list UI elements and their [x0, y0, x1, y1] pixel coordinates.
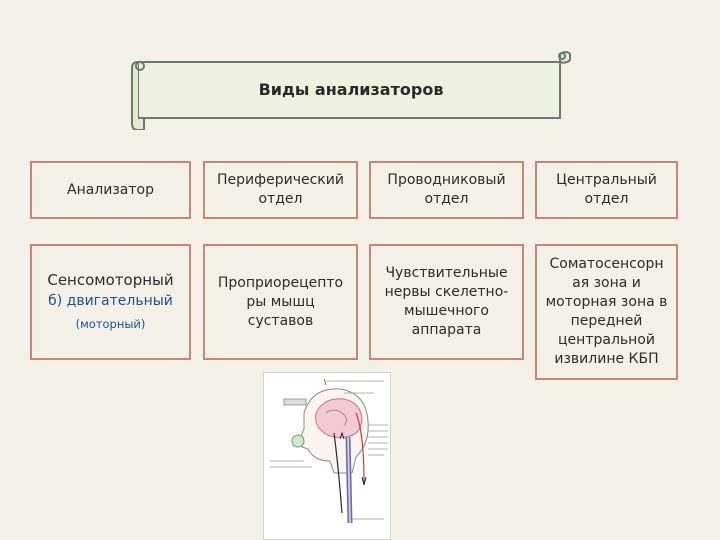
- header-central: Центральный отдел: [535, 161, 678, 219]
- analyzer-name: Сенсомоторный: [47, 270, 174, 289]
- header-conductive: Проводниковый отдел: [369, 161, 524, 219]
- header-central-label: Центральный отдел: [556, 172, 657, 207]
- anatomy-illustration: [270, 378, 388, 524]
- central-text: Соматосенсорн ая зона и моторная зона в …: [545, 256, 668, 367]
- peripheral-cell: Проприорецепто ры мышц суставов: [203, 244, 358, 360]
- page-title: Виды анализаторов: [258, 80, 444, 99]
- conductive-text: Чувствительные нервы скелетно-мышечного …: [384, 265, 509, 338]
- central-cell: Соматосенсорн ая зона и моторная зона в …: [535, 244, 678, 380]
- header-peripheral-label: Периферический отдел: [217, 172, 344, 207]
- conductive-cell: Чувствительные нервы скелетно-мышечного …: [369, 244, 524, 360]
- header-conductive-label: Проводниковый отдел: [387, 172, 506, 207]
- anatomy-figure: [263, 372, 391, 540]
- header-analyzer: Анализатор: [30, 161, 191, 219]
- title-banner: Виды анализаторов: [130, 50, 572, 130]
- header-analyzer-label: Анализатор: [67, 181, 154, 198]
- analyzer-type: б) двигательный: [48, 292, 173, 309]
- header-peripheral: Периферический отдел: [203, 161, 358, 219]
- analyzer-subtype: (моторный): [75, 316, 146, 331]
- peripheral-text: Проприорецепто ры мышц суставов: [217, 274, 344, 329]
- analyzer-cell: Сенсомоторный б) двигательный (моторный): [30, 244, 191, 360]
- scroll-shape: [131, 51, 571, 130]
